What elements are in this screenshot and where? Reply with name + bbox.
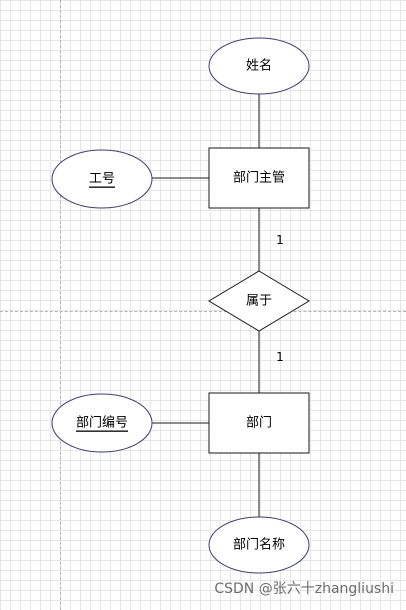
attribute-employee-id-ellipse[interactable] <box>51 149 153 209</box>
attribute-employee-id-label: 工号 <box>89 172 115 187</box>
attribute-dept-name-label: 部门名称 <box>233 537 285 553</box>
cardinality-upper: 1 <box>276 233 284 247</box>
vertical-guide-line <box>60 0 61 610</box>
horizontal-guide-line <box>0 311 406 312</box>
entity-manager-box[interactable] <box>208 147 310 209</box>
attribute-dept-id-ellipse[interactable] <box>51 393 153 453</box>
relationship-diamond[interactable] <box>208 270 310 332</box>
entity-manager-label: 部门主管 <box>233 171 285 186</box>
attribute-dept-id-label: 部门编号 <box>76 416 128 431</box>
csdn-watermark: CSDN @张六十zhangliushi <box>214 581 394 597</box>
cardinality-lower: 1 <box>276 350 284 364</box>
entity-department-box[interactable] <box>208 392 310 454</box>
relationship-label: 属于 <box>246 294 272 309</box>
entity-department-label: 部门 <box>246 416 272 431</box>
attribute-name-ellipse[interactable] <box>208 37 310 95</box>
attribute-dept-name-ellipse[interactable] <box>208 516 310 574</box>
attribute-name-label: 姓名 <box>246 58 272 74</box>
